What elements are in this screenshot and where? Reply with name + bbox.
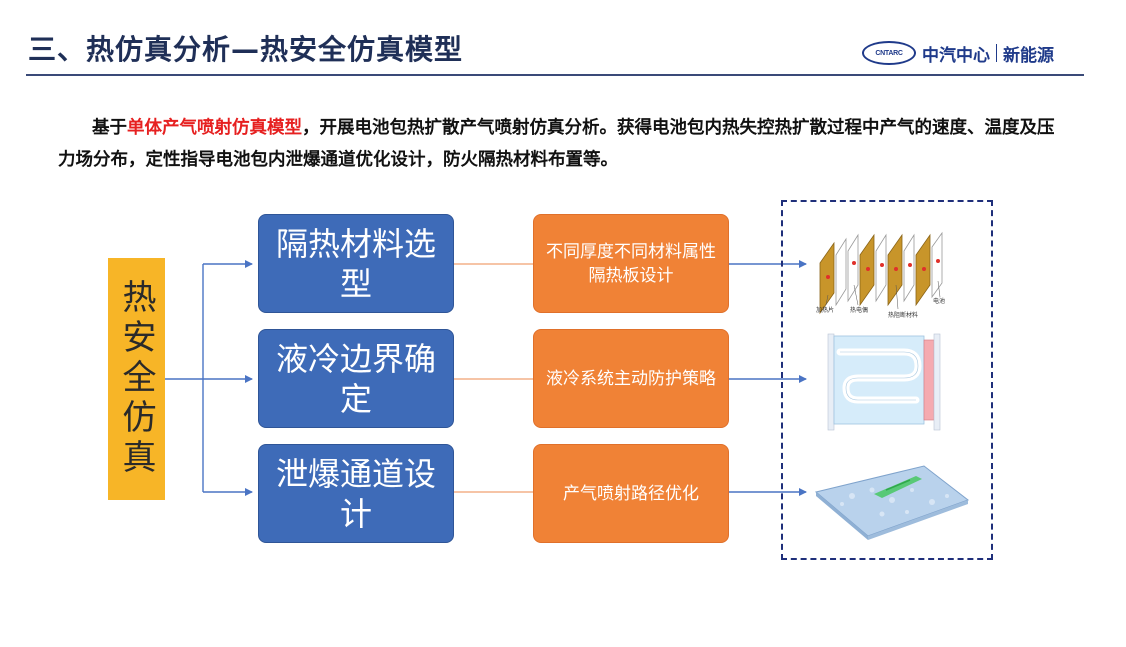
cell-stack-plates [819, 231, 943, 315]
label-insulation: 热阻断材料 [888, 311, 918, 319]
logo: CNTARC 中汽中心 新能源 [862, 40, 1054, 66]
callout-lines [825, 280, 941, 310]
branch-node-2: 液冷边界确定 [258, 329, 454, 428]
page-title: 三、热仿真分析—热安全仿真模型 [28, 33, 464, 66]
root-label: 热安全仿真 [116, 279, 156, 479]
branch-node-1: 隔热材料选型 [258, 214, 454, 313]
cntarc-logo-icon: CNTARC [862, 41, 916, 65]
intro-highlight: 单体产气喷射仿真模型 [127, 118, 302, 138]
thermocouple-dots [826, 259, 940, 279]
cell-stack-image: 加热片 热电偶 热阻断材料 电池 [816, 231, 945, 319]
detail-node-2: 液冷系统主动防护策略 [533, 329, 729, 428]
root-node: 热安全仿真 [108, 258, 165, 500]
detail-node-3: 产气喷射路径优化 [533, 444, 729, 543]
pack-texture [840, 487, 949, 517]
intro-prefix: 基于 [92, 118, 127, 138]
logo-separator [996, 44, 997, 62]
label-heater: 加热片 [816, 306, 834, 314]
image-panel-frame [781, 200, 993, 560]
battery-pack-image [814, 465, 970, 540]
cooling-plate-image [827, 333, 941, 431]
label-thermocouple: 热电偶 [850, 306, 868, 314]
title-divider [26, 74, 1084, 76]
detail-node-1: 不同厚度不同材料属性隔热板设计 [533, 214, 729, 313]
branch-node-3: 泄爆通道设计 [258, 444, 454, 543]
gas-jet-plume [874, 476, 922, 498]
intro-suffix: ，开展电池包热扩散产气喷射仿真分析。获得电池包内热失控热扩散过程中产气的速度、温… [58, 118, 1055, 170]
intro-paragraph: 基于单体产气喷射仿真模型，开展电池包热扩散产气喷射仿真分析。获得电池包内热失控热… [58, 112, 1068, 176]
label-cell: 电池 [933, 297, 945, 305]
logo-org: 中汽中心 [922, 45, 990, 66]
logo-unit: 新能源 [1003, 45, 1054, 66]
